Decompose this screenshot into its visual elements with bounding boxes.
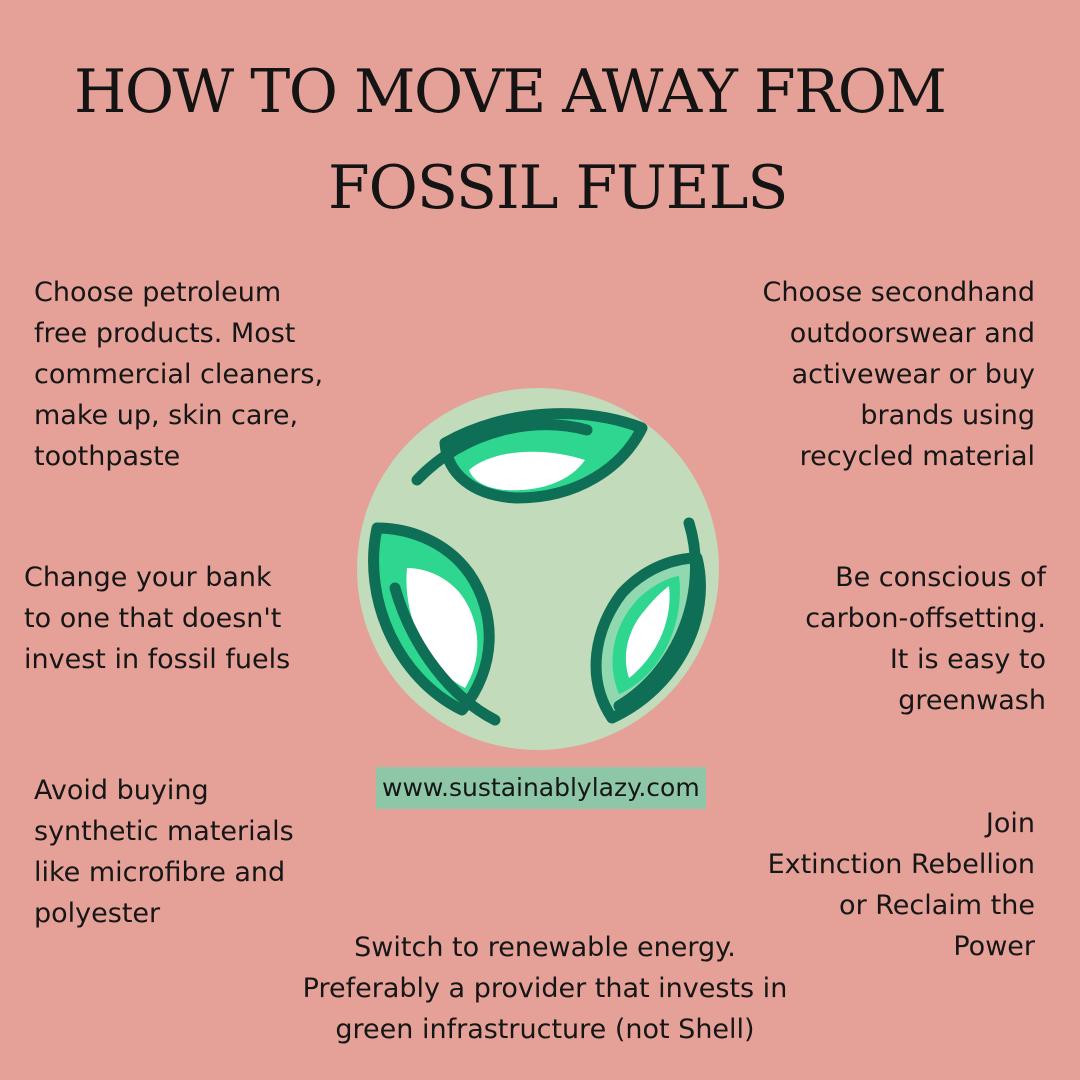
- website-url: www.sustainablylazy.com: [376, 767, 706, 809]
- title-line-2: FOSSIL FUELS: [328, 153, 789, 223]
- tip-carbon-offsetting: Be conscious of carbon-offsetting. It is…: [805, 562, 1046, 716]
- title-line-1: HOW TO MOVE AWAY FROM: [74, 57, 947, 127]
- tip-avoid-synthetics: Avoid buying synthetic materials like mi…: [34, 775, 294, 929]
- recycling-leaves-icon: [357, 388, 719, 750]
- left-leaf-icon: [368, 522, 501, 726]
- tip-join-extinction-rebellion: Join Extinction Rebellion or Reclaim the…: [767, 808, 1035, 962]
- tip-petroleum-free-products: Choose petroleum free products. Most com…: [34, 277, 324, 472]
- right-leaf-icon: [590, 517, 706, 724]
- top-leaf-icon: [411, 408, 648, 504]
- tip-change-bank: Change your bank to one that doesn't inv…: [24, 562, 291, 675]
- tip-renewable-energy: Switch to renewable energy. Preferably a…: [302, 932, 788, 1045]
- tip-secondhand-outdoorwear: Choose secondhand outdoorswear and activ…: [762, 277, 1035, 472]
